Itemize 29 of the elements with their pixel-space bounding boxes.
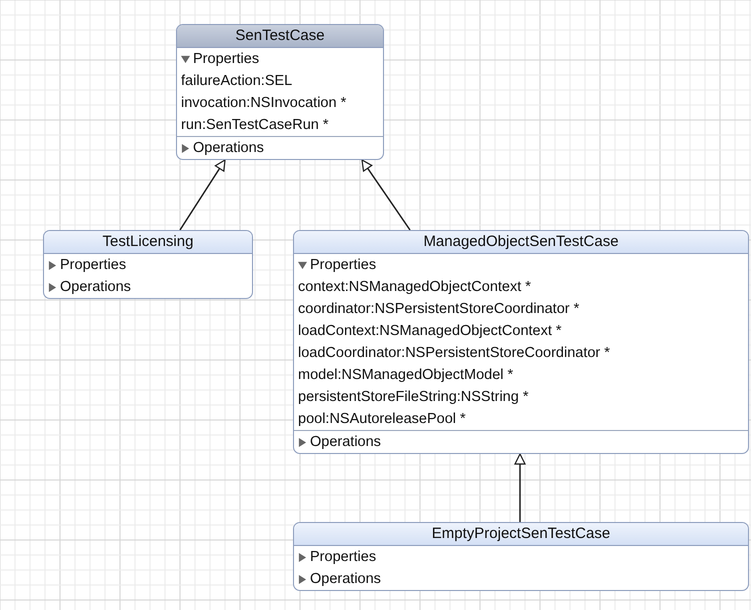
class-name: ManagedObjectSenTestCase xyxy=(294,231,748,254)
attribute-text: persistentStoreFileString:NSString * xyxy=(298,388,528,407)
inheritance-arrow xyxy=(361,159,411,230)
attribute-text: coordinator:NSPersistentStoreCoordinator * xyxy=(298,300,580,319)
class-box xyxy=(293,230,749,454)
attribute-text: run:SenTestCaseRun * xyxy=(181,116,328,135)
section-label: Operations xyxy=(193,139,264,158)
attribute-text: model:NSManagedObjectModel * xyxy=(298,366,514,385)
section-label: Properties xyxy=(193,50,260,69)
inheritance-arrow xyxy=(514,453,526,522)
section-label: Properties xyxy=(310,256,376,275)
class-name: SenTestCase xyxy=(177,25,383,48)
class-box xyxy=(293,522,749,591)
section-label: Properties xyxy=(60,256,126,275)
attribute-text: loadCoordinator:NSPersistentStoreCoordinator * xyxy=(298,344,610,363)
inheritance-arrow xyxy=(179,159,226,230)
attribute-text: loadContext:NSManagedObjectContext * xyxy=(298,322,562,341)
section-label: Operations xyxy=(310,433,381,452)
attribute-text: failureAction:SEL xyxy=(181,72,292,91)
class-name: TestLicensing xyxy=(44,231,252,254)
attribute-text: context:NSManagedObjectContext * xyxy=(298,278,531,297)
section-label: Operations xyxy=(60,278,131,297)
attribute-text: invocation:NSInvocation * xyxy=(181,94,346,113)
section-label: Properties xyxy=(310,548,376,567)
class-name: EmptyProjectSenTestCase xyxy=(294,523,748,546)
class-box xyxy=(43,230,253,299)
class-box xyxy=(176,24,384,160)
section-label: Operations xyxy=(310,570,381,589)
attribute-text: pool:NSAutoreleasePool * xyxy=(298,410,466,429)
